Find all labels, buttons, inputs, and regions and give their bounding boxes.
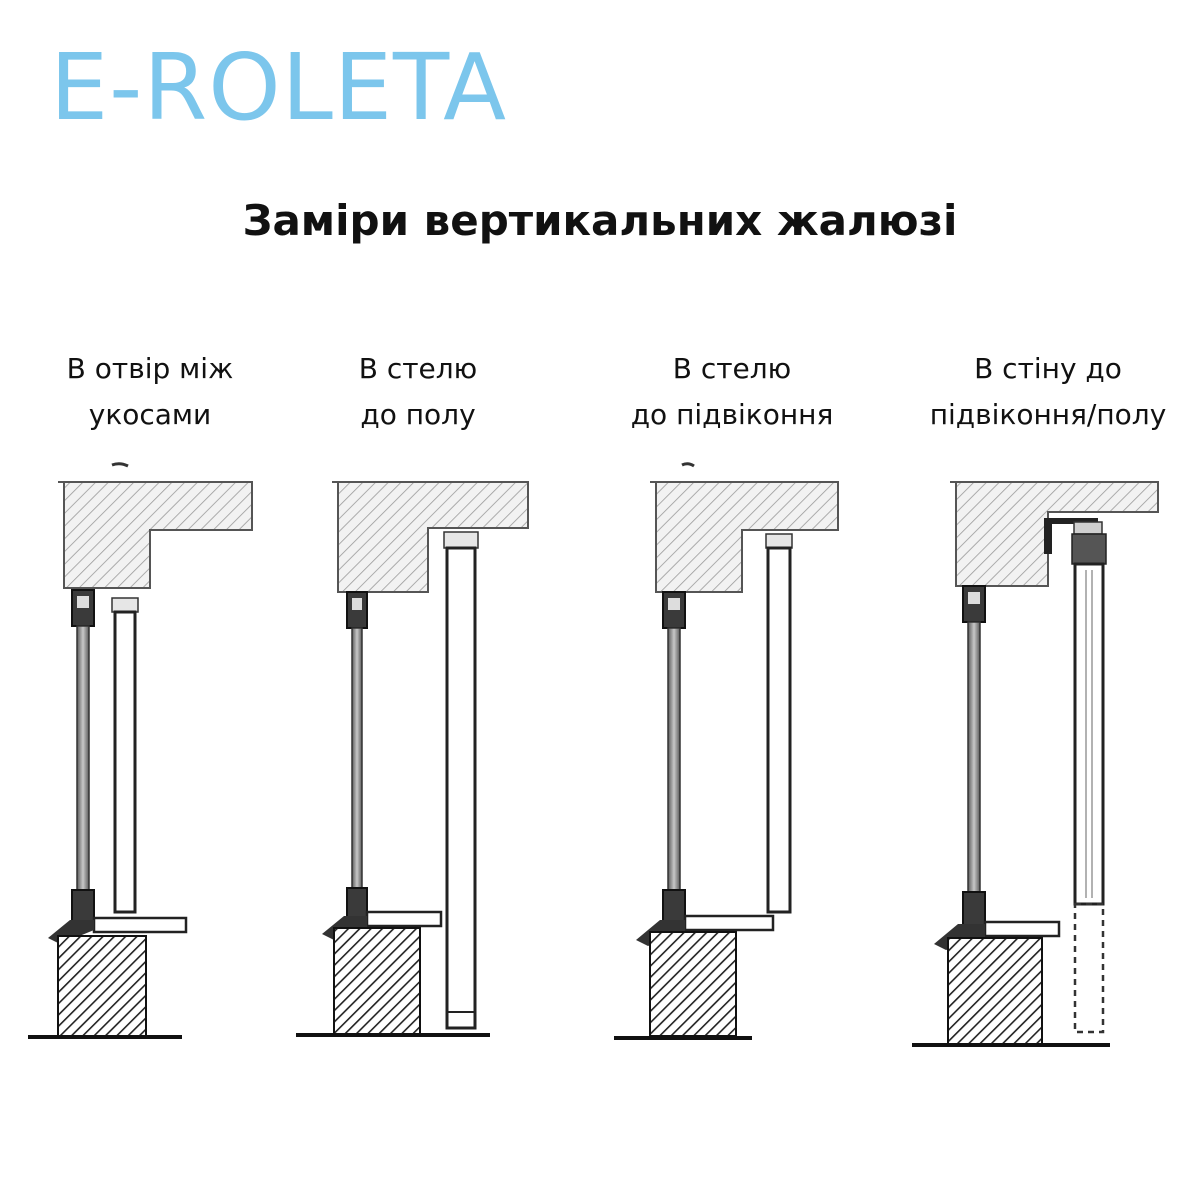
caption-line-2: укосами xyxy=(88,398,212,431)
blind-extension-dashed xyxy=(1073,902,1105,1034)
blind-slat xyxy=(113,610,137,914)
caption-line-1: В стелю xyxy=(672,352,792,385)
caption-line-1: В стелю xyxy=(358,352,478,385)
lintel xyxy=(950,481,1159,587)
wall-below-window xyxy=(649,931,737,1037)
glass-pane xyxy=(351,627,363,889)
caption-opening-between-slopes: В отвір між укосами xyxy=(0,346,300,438)
windowsill xyxy=(983,920,1061,938)
wall-below-window xyxy=(947,937,1043,1045)
caption-wall-to-windowsill-floor: В стіну до підвіконня/полу xyxy=(898,346,1198,438)
glass-pane xyxy=(967,621,981,893)
mounting-diagrams xyxy=(28,462,1159,1047)
caption-ceiling-to-windowsill: В стелю до підвіконня xyxy=(582,346,882,438)
brand-logo: E-ROLETA xyxy=(50,34,508,141)
wall-below-window xyxy=(333,927,421,1035)
caption-line-1: В стіну до xyxy=(974,352,1122,385)
windowsill xyxy=(683,914,775,932)
caption-line-1: В отвір між xyxy=(66,352,234,385)
diagram-ceiling-to-windowsill xyxy=(614,462,839,1040)
blind-slat xyxy=(1073,562,1105,906)
caption-line-2: до полу xyxy=(360,398,476,431)
caption-line-2: до підвіконня xyxy=(630,398,834,431)
glass-pane xyxy=(76,625,90,891)
page-title: Заміри вертикальних жалюзі xyxy=(242,196,958,245)
diagram-wall-to-windowsill-floor xyxy=(912,481,1159,1047)
windowsill xyxy=(365,910,443,928)
caption-ceiling-to-floor: В стелю до полу xyxy=(268,346,568,438)
blind-slat xyxy=(445,546,477,1030)
lintel xyxy=(332,481,529,593)
lintel xyxy=(650,481,839,593)
blind-slat xyxy=(766,546,792,914)
windowsill xyxy=(92,916,188,934)
diagram-opening-between-slopes xyxy=(28,462,253,1039)
lintel xyxy=(58,481,253,589)
wall-below-window xyxy=(57,935,147,1037)
glass-pane xyxy=(667,627,681,891)
caption-line-2: підвіконня/полу xyxy=(929,398,1167,431)
diagram-ceiling-to-floor xyxy=(296,481,529,1037)
